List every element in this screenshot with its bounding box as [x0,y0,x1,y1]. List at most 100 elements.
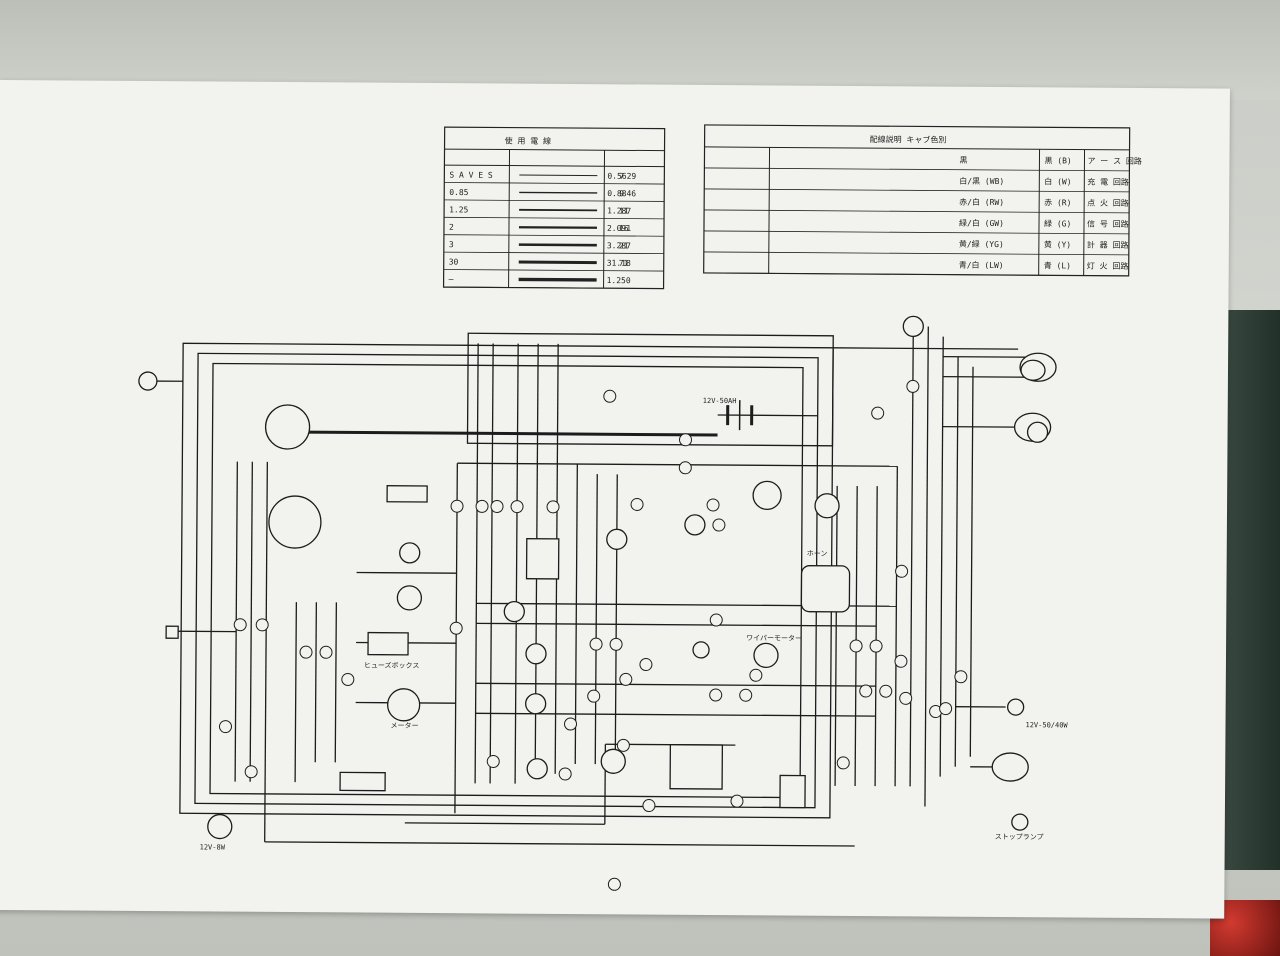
legend-wire-sample [518,243,597,247]
color-cell: 灯 火 回路 [1087,261,1129,271]
wire-color-table: 配線説明 キャブ色別 ア ー ス 回路黒 (B)黒充 電 回路白 (W)白/黒 … [703,124,1142,277]
legend-cell: 2.091 [607,224,631,233]
legend-row-line [443,269,664,272]
horn-label: ホーン [807,550,828,558]
legend-header: 使 用 電 線 [505,136,552,146]
legend-cell: 1.25 [449,205,469,214]
legend-row-line [444,216,665,220]
color-cell: 計 器 回路 [1087,240,1129,250]
junction-marker [564,717,578,731]
legend-row-line [443,234,664,237]
color-cell: 黒 [959,156,967,165]
color-row-line [703,251,1129,256]
color-cell: 赤 (R) [1044,198,1071,207]
junction-marker [939,702,953,716]
legend-row-line [444,182,665,185]
battery-label: 12V-50AH [703,397,737,405]
color-cell: 黄/緑 (YG) [959,239,1004,249]
junction-marker [642,799,656,813]
legend-cell: 3 [449,240,454,249]
distributor-symbol [264,404,311,450]
headlamp-label: 12V-50/40W [1025,721,1068,729]
color-row-line [704,167,1130,172]
color-cell: 青 (L) [1044,260,1071,270]
junction-marker [730,794,744,808]
legend-cell: 0.85 [449,188,469,197]
color-cell: 緑 (G) [1044,218,1071,228]
junction-marker [319,645,333,659]
color-cell: 信 号 回路 [1087,219,1129,229]
color-cell: ア ー ス 回路 [1087,156,1142,166]
junction-marker [233,618,247,632]
color-row-line [704,188,1130,193]
combination-switch-symbol [669,744,724,790]
legend-wire-sample [518,277,597,282]
junction-marker [679,433,693,447]
junction-marker [510,500,524,514]
junction-marker [475,499,489,513]
legend-cell: 7 [619,172,624,181]
junction-marker [244,765,258,779]
wiper-label: ワイパーモーター [746,633,802,642]
junction-marker [954,670,968,684]
junction-marker [894,654,908,668]
junction-marker [639,658,653,672]
fuse-box-symbol [367,631,409,656]
color-cell: 青/白 (LW) [959,260,1004,270]
junction-marker [587,689,601,703]
color-cell: 白 (W) [1044,176,1071,186]
legend-cell: 31.18 [607,259,631,268]
junction-marker [609,637,623,651]
junction-marker [836,756,850,770]
legend-cell: 2 [449,223,454,232]
junction-marker [558,767,572,781]
legend-cell: 11 [619,207,629,216]
color-cell: 黒 (B) [1044,156,1071,165]
legend-cell: 1.250 [607,276,631,285]
legend-cell: 1.287 [607,206,631,215]
legend-wire-sample [518,226,597,229]
junction-marker [607,877,621,891]
junction-marker [449,621,463,635]
color-cell: 点 火 回路 [1087,198,1129,208]
regulator-symbol [386,485,428,503]
stop-label: ストップランプ [995,833,1044,841]
color-table-header: 配線説明 キャブ色別 [870,134,947,145]
wiring-frame [147,316,1029,847]
junction-marker [712,518,726,532]
components [138,315,1057,840]
junction-marker [490,499,504,513]
legend-row-line [444,199,665,202]
color-row-line [703,272,1129,277]
legend-cell: 0.5629 [607,172,636,181]
junction-marker [616,738,630,752]
generator-symbol [268,495,322,549]
color-cell: 緑/白 (GW) [959,218,1004,228]
junction-marker [706,498,720,512]
junction-marker [218,720,232,734]
fuse-label: ヒューズボックス [364,661,420,670]
stop-switch-symbol [779,774,806,809]
junction-marker [603,389,617,403]
junction-marker [849,639,863,653]
tail-lamp-symbol [207,813,233,840]
junction-marker [255,618,269,632]
junction-marker [709,688,723,702]
junction-marker [450,499,464,513]
junction-marker [299,645,313,659]
junction-marker [869,639,883,653]
junction-marker [546,500,560,514]
legend-wire-sample [519,208,598,212]
junction-marker [899,691,913,705]
junction-marker [486,754,500,768]
legend-cell: 9 [619,189,624,198]
junction-marker [749,668,763,682]
junction-marker [895,564,909,578]
junction-marker [871,406,885,420]
connector-block [525,538,560,580]
junction-marker [678,461,692,475]
legend-wire-sample [519,191,598,194]
junction-marker [739,688,753,702]
